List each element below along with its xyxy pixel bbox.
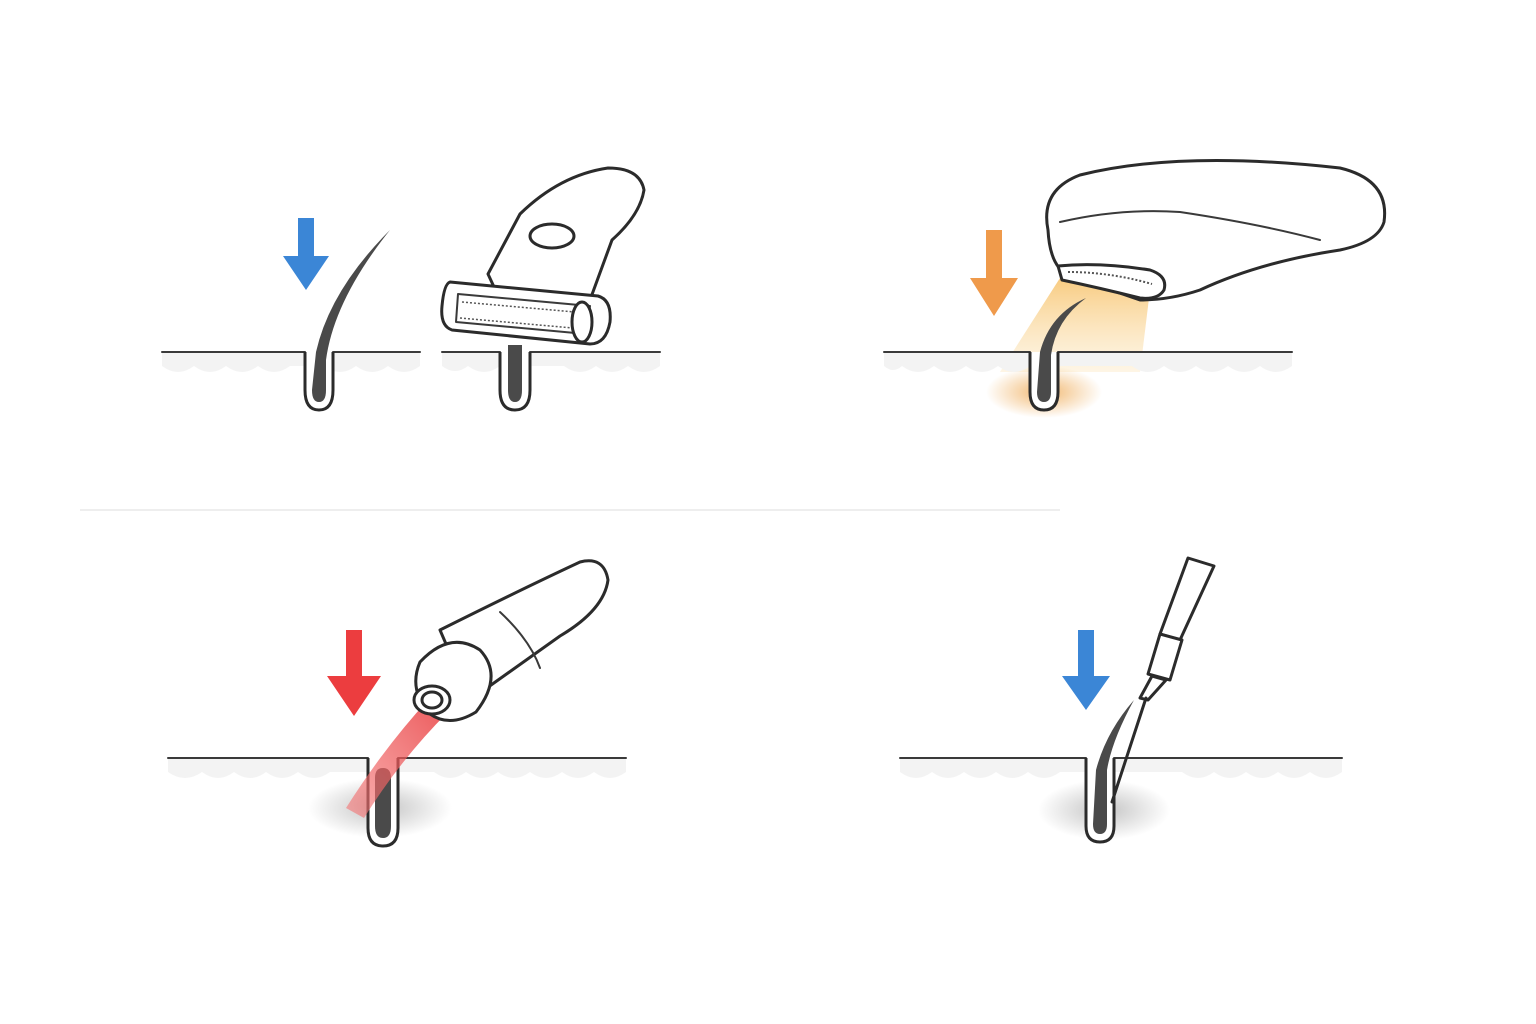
panel-laser — [167, 559, 627, 848]
arrow-down-icon — [970, 230, 1018, 316]
panel-electrolysis — [899, 556, 1343, 844]
arrow-down-icon — [1062, 630, 1110, 710]
light-beam — [1000, 278, 1150, 372]
hair-follicle — [1028, 298, 1086, 412]
hair-follicle — [498, 345, 532, 412]
razor-icon — [440, 166, 646, 346]
arrow-down-icon — [283, 218, 329, 290]
hair-follicle — [1084, 700, 1134, 844]
laser-beam — [346, 700, 448, 818]
laser-pen-icon — [412, 559, 610, 722]
needle-probe-icon — [1110, 556, 1216, 804]
panel-ipl — [883, 158, 1387, 418]
arrow-down-icon — [327, 630, 381, 716]
skin-surface — [899, 757, 1343, 778]
skin-surface — [441, 351, 661, 372]
skin-surface — [883, 351, 1293, 372]
skin-surface — [161, 351, 421, 372]
panel-shaving — [161, 166, 661, 412]
hair-follicle — [303, 230, 390, 412]
ipl-handset-icon — [1045, 158, 1387, 302]
